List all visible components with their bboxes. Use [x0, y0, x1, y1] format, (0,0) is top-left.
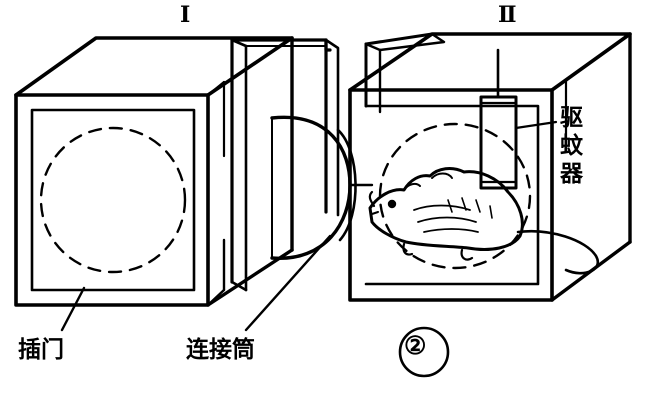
label-connector-tube: 连接筒	[186, 337, 255, 363]
label-chamber-2: Ⅱ	[498, 2, 518, 28]
dashed-circle-left	[39, 126, 187, 274]
mouse-illustration	[368, 167, 600, 275]
leader-line-connector	[244, 234, 332, 332]
label-mosquito-repellent: 驱 蚊 器	[560, 105, 583, 188]
figure-number-circle	[398, 326, 450, 378]
right-box-lid-flap	[364, 32, 446, 114]
leader-line-repellent	[514, 120, 558, 130]
left-box-chamber-1	[14, 36, 294, 307]
figure-number: ②	[404, 331, 427, 360]
connector-tube	[270, 115, 374, 260]
sliding-door-panel	[230, 38, 340, 292]
leader-line-sliding-door	[60, 286, 86, 332]
mosquito-repellent-cylinder	[479, 48, 518, 190]
label-sliding-door: 插门	[18, 337, 64, 363]
label-chamber-1: Ⅰ	[180, 2, 192, 28]
